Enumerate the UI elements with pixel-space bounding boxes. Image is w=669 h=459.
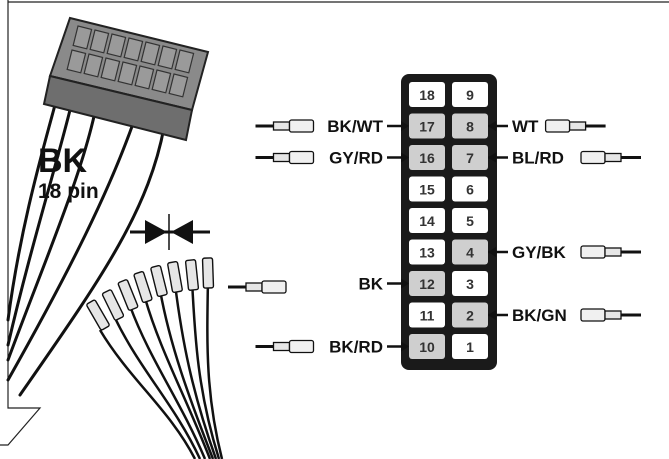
pin-number: 5 <box>466 213 474 229</box>
wire-arrowhead <box>401 341 409 352</box>
wire-arrowhead <box>488 152 496 163</box>
pin-cell <box>452 334 488 359</box>
pin-number: 9 <box>466 87 474 103</box>
pin-number: 3 <box>466 276 474 292</box>
wire-arrowhead <box>401 121 409 131</box>
terminal-icon <box>580 150 641 165</box>
wire-arrowhead <box>401 278 409 289</box>
pin-number: 7 <box>466 150 474 166</box>
pin-number: 16 <box>419 150 435 166</box>
pin-grid: 18 9 17 8 16 7 15 6 14 5 13 4 12 3 11 2 10 1 <box>409 82 488 359</box>
wire-color-label: BK/WT <box>327 117 383 136</box>
wire-color-label: BK/GN <box>512 306 567 325</box>
connector-color-label: BK <box>38 142 88 180</box>
pin-number: 18 <box>419 87 435 103</box>
crimp-icon <box>130 214 210 250</box>
pin-cell <box>452 145 488 170</box>
pin-cell <box>409 271 445 296</box>
terminal-icon <box>228 280 287 294</box>
wire-arrowhead <box>488 310 496 320</box>
pin-cell <box>409 145 445 170</box>
wire-color-label: WT <box>512 117 539 136</box>
pin-cell <box>409 334 445 359</box>
terminal-bundle <box>86 257 224 459</box>
terminal-icon <box>544 119 606 133</box>
wire-color-label: BK <box>358 275 383 294</box>
connector-housing <box>42 16 210 142</box>
pin-number: 14 <box>419 213 435 229</box>
pin-number: 1 <box>466 339 474 355</box>
wire-color-label: GY/BK <box>512 243 567 262</box>
terminal-icon <box>255 150 315 165</box>
pin-number: 2 <box>466 308 474 324</box>
connector-pin-count-label: 18 pin <box>38 180 99 203</box>
pin-cell <box>452 113 488 139</box>
pin-number: 10 <box>419 339 435 355</box>
pin-cell <box>409 239 445 265</box>
wire-labels: BK/WT WT GY/RD BL/RD GY/BK BK BK/GN BK/RD <box>228 117 641 357</box>
wire-color-label: BK/RD <box>329 338 383 357</box>
pin-number: 4 <box>466 245 474 261</box>
terminal-icon <box>580 308 641 322</box>
wire-arrowhead <box>488 121 496 131</box>
wire-color-label: GY/RD <box>329 149 383 168</box>
pin-number: 17 <box>419 119 435 135</box>
pin-cell <box>409 208 445 233</box>
harness-wires <box>6 103 167 397</box>
wire-arrowhead <box>488 247 496 257</box>
pin-cell <box>452 239 488 265</box>
pin-cell <box>409 82 445 107</box>
pin-cell <box>409 176 445 202</box>
pin-cell <box>452 302 488 328</box>
pin-number: 6 <box>466 182 474 198</box>
terminal-icon <box>580 245 641 259</box>
wire-arrowhead <box>401 152 409 163</box>
pin-number: 11 <box>420 308 435 324</box>
pin-number: 12 <box>419 276 435 292</box>
pin-number: 13 <box>419 245 435 261</box>
pin-number: 15 <box>419 182 435 198</box>
pin-number: 8 <box>466 119 474 135</box>
pin-cell <box>409 302 445 328</box>
pin-cell <box>452 176 488 202</box>
pin-cell <box>452 208 488 233</box>
pin-cell <box>409 113 445 139</box>
terminal-icon <box>255 339 315 354</box>
wire-color-label: BL/RD <box>512 149 564 168</box>
pin-cell <box>452 271 488 296</box>
terminal-icon <box>255 119 315 133</box>
frame-line-left <box>0 0 42 446</box>
pin-cell <box>452 82 488 107</box>
